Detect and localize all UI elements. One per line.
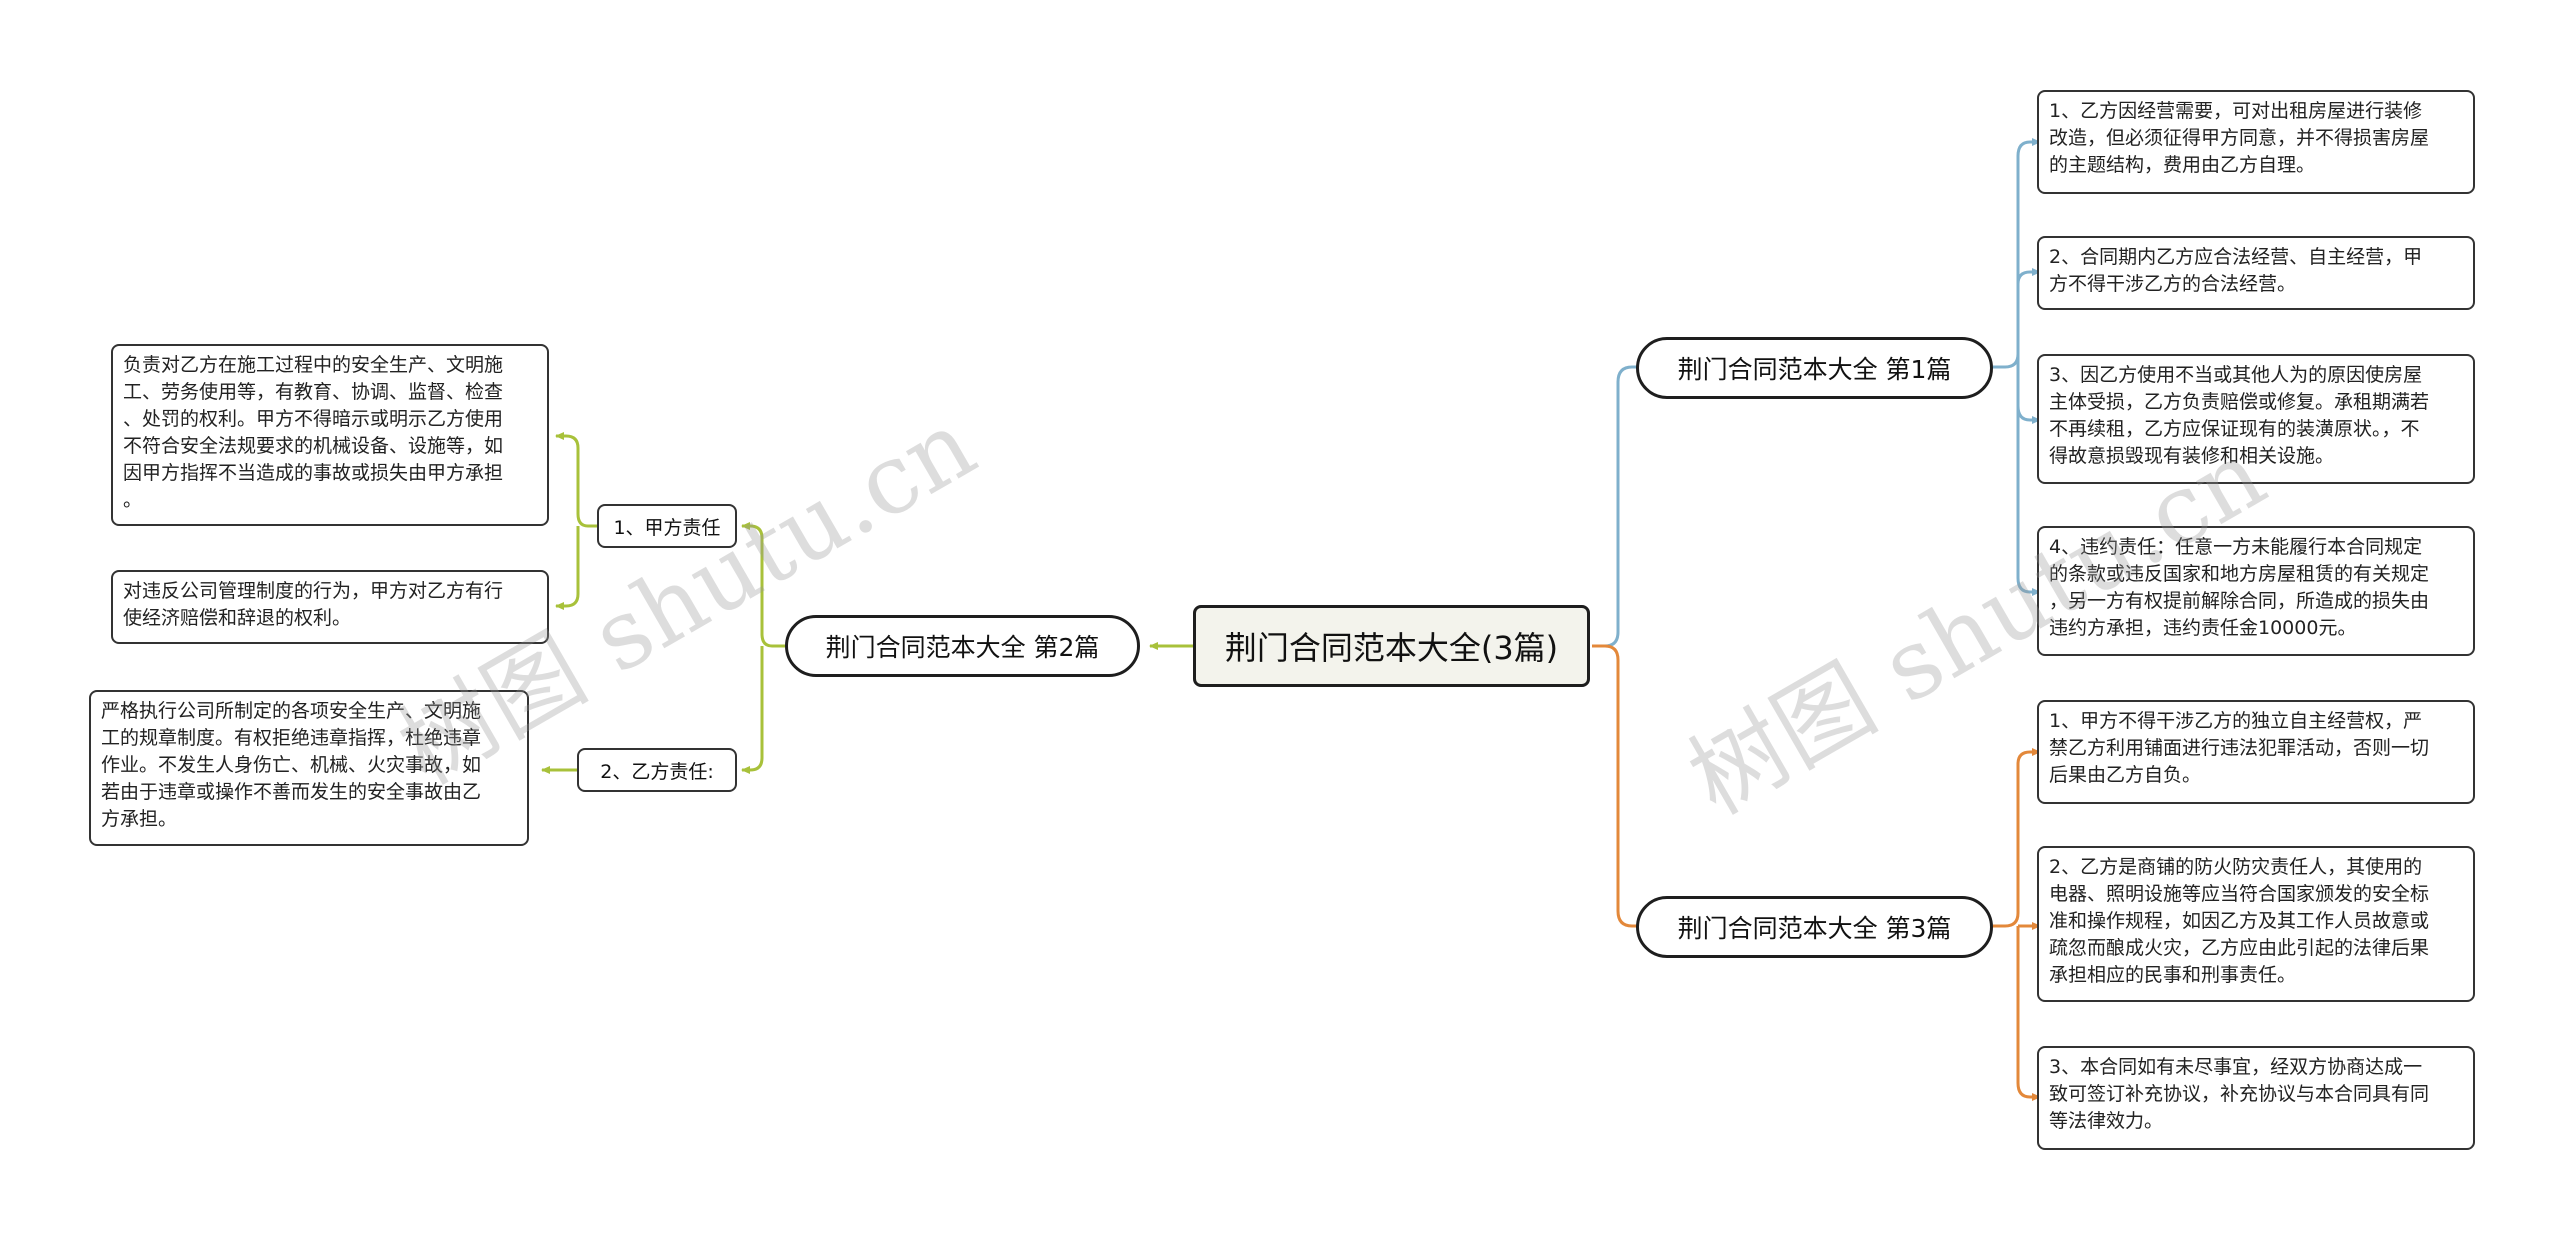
b2-party-a-item-2-text: 对违反公司管理制度的行为，甲方对乙方有行 使经济赔偿和辞退的权利。: [123, 580, 504, 629]
b1-item-4[interactable]: 4、违约责任：任意一方未能履行本合同规定 的条款或违反国家和地方房屋租赁的有关规…: [2037, 526, 2475, 656]
branch-topic-2[interactable]: 荆门合同范本大全 第2篇: [785, 615, 1140, 677]
b1-item-1-text: 1、乙方因经营需要，可对出租房屋进行装修 改造，但必须征得甲方同意，并不得损害房…: [2049, 100, 2430, 176]
b1-item-3[interactable]: 3、因乙方使用不当或其他人为的原因使房屋 主体受损，乙方负责赔偿或修复。承租期满…: [2037, 354, 2475, 484]
b3-item-3-text: 3、本合同如有未尽事宜，经双方协商达成一 致可签订补充协议，补充协议与本合同具有…: [2049, 1056, 2430, 1132]
b1-item-1[interactable]: 1、乙方因经营需要，可对出租房屋进行装修 改造，但必须征得甲方同意，并不得损害房…: [2037, 90, 2475, 194]
branch-topic-3[interactable]: 荆门合同范本大全 第3篇: [1636, 896, 1993, 958]
b2-sub-party-b[interactable]: 2、乙方责任:: [577, 748, 737, 792]
b1-item-2[interactable]: 2、合同期内乙方应合法经营、自主经营，甲 方不得干涉乙方的合法经营。: [2037, 236, 2475, 310]
b2-party-b-item-1[interactable]: 严格执行公司所制定的各项安全生产、文明施 工的规章制度。有权拒绝违章指挥，杜绝违…: [89, 690, 529, 846]
b1-item-3-text: 3、因乙方使用不当或其他人为的原因使房屋 主体受损，乙方负责赔偿或修复。承租期满…: [2049, 364, 2430, 467]
b2-sub-party-a[interactable]: 1、甲方责任: [597, 504, 737, 548]
root-topic[interactable]: 荆门合同范本大全(3篇): [1193, 605, 1590, 687]
b1-item-4-text: 4、违约责任：任意一方未能履行本合同规定 的条款或违反国家和地方房屋租赁的有关规…: [2049, 536, 2430, 639]
b3-item-3[interactable]: 3、本合同如有未尽事宜，经双方协商达成一 致可签订补充协议，补充协议与本合同具有…: [2037, 1046, 2475, 1150]
b2-party-b-item-1-text: 严格执行公司所制定的各项安全生产、文明施 工的规章制度。有权拒绝违章指挥，杜绝违…: [101, 700, 482, 830]
b3-item-1-text: 1、甲方不得干涉乙方的独立自主经营权，严 禁乙方利用铺面进行违法犯罪活动，否则一…: [2049, 710, 2430, 786]
b2-party-a-item-1[interactable]: 负责对乙方在施工过程中的安全生产、文明施 工、劳务使用等，有教育、协调、监督、检…: [111, 344, 549, 526]
b1-item-2-text: 2、合同期内乙方应合法经营、自主经营，甲 方不得干涉乙方的合法经营。: [2049, 246, 2423, 295]
b3-item-2-text: 2、乙方是商铺的防火防灾责任人，其使用的 电器、照明设施等应当符合国家颁发的安全…: [2049, 856, 2430, 986]
b3-item-2[interactable]: 2、乙方是商铺的防火防灾责任人，其使用的 电器、照明设施等应当符合国家颁发的安全…: [2037, 846, 2475, 1002]
branch-topic-1[interactable]: 荆门合同范本大全 第1篇: [1636, 337, 1993, 399]
b2-party-a-item-2[interactable]: 对违反公司管理制度的行为，甲方对乙方有行 使经济赔偿和辞退的权利。: [111, 570, 549, 644]
b2-party-a-item-1-text: 负责对乙方在施工过程中的安全生产、文明施 工、劳务使用等，有教育、协调、监督、检…: [123, 354, 504, 511]
b3-item-1[interactable]: 1、甲方不得干涉乙方的独立自主经营权，严 禁乙方利用铺面进行违法犯罪活动，否则一…: [2037, 700, 2475, 804]
